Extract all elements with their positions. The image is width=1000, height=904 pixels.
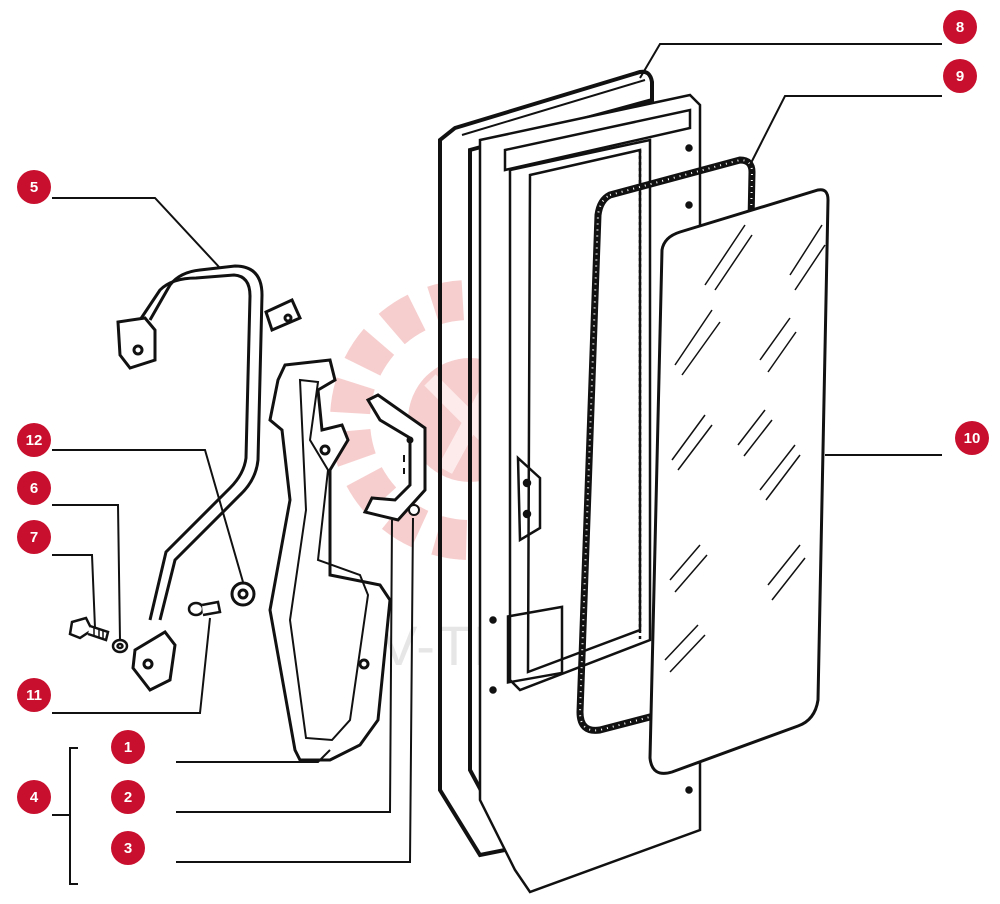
svg-text:11: 11 — [26, 687, 42, 704]
svg-text:4: 4 — [30, 789, 39, 806]
part-1-handle-cover — [268, 358, 392, 762]
callout-12: 12 — [17, 423, 51, 457]
part-11-knob-screw — [187, 600, 222, 617]
leader-1 — [176, 749, 331, 763]
callout-3: 3 — [111, 831, 145, 865]
svg-text:10: 10 — [964, 430, 981, 447]
svg-text:1: 1 — [124, 739, 132, 756]
leader-8 — [639, 43, 942, 79]
callout-6: 6 — [17, 471, 51, 505]
callout-7: 7 — [17, 520, 51, 554]
part-5-grab-handle — [116, 264, 302, 692]
leader-3 — [176, 517, 414, 863]
svg-text:5: 5 — [30, 179, 38, 196]
callout-2: 2 — [111, 780, 145, 814]
svg-text:6: 6 — [30, 480, 38, 497]
callout-1: 1 — [111, 730, 145, 764]
leader-11 — [52, 617, 211, 714]
group-bracket-4 — [52, 747, 78, 885]
callout-10: 10 — [955, 421, 989, 455]
callout-11: 11 — [17, 678, 51, 712]
part-12-grommet — [230, 581, 256, 607]
leader-9 — [749, 95, 942, 166]
callout-8: 8 — [943, 10, 977, 44]
part-2-bracket — [362, 393, 427, 522]
leader-2 — [176, 519, 393, 813]
part-6-washer — [111, 638, 129, 654]
svg-text:12: 12 — [26, 432, 43, 449]
svg-text:8: 8 — [956, 19, 964, 36]
leader-7 — [52, 554, 96, 629]
svg-text:2: 2 — [124, 789, 132, 806]
part-7-bolt — [68, 616, 110, 642]
leader-6 — [52, 504, 121, 641]
leader-5 — [52, 197, 221, 269]
callout-4: 4 — [17, 780, 51, 814]
leader-12 — [52, 449, 244, 583]
part-10-glass-pane — [648, 188, 830, 775]
svg-text:9: 9 — [956, 68, 964, 85]
leader-lines — [52, 43, 942, 885]
callout-9: 9 — [943, 59, 977, 93]
callout-5: 5 — [17, 170, 51, 204]
svg-text:3: 3 — [124, 840, 132, 857]
svg-text:7: 7 — [30, 529, 38, 546]
part-3-screw — [408, 504, 420, 516]
